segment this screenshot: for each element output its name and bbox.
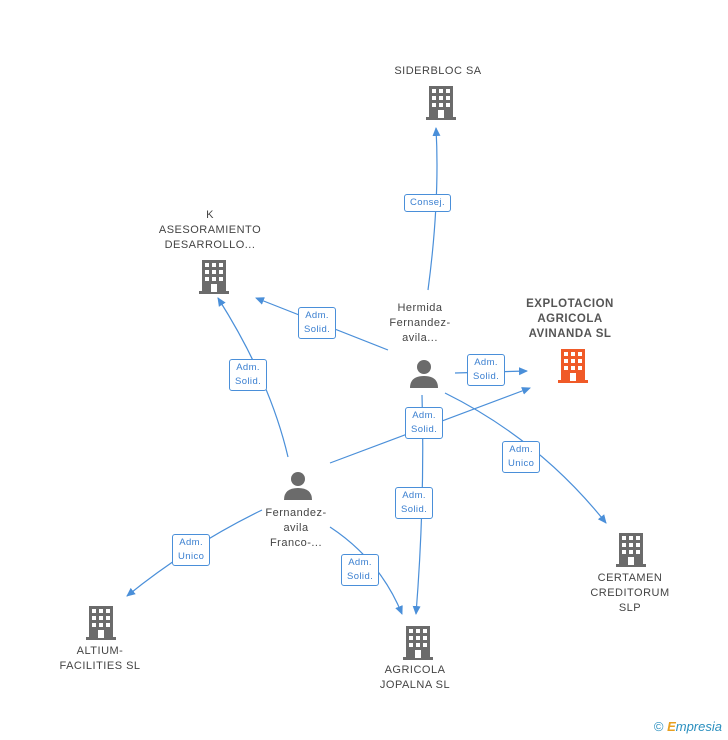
edge-label-hermida-agricola: Adm. Solid.	[395, 487, 434, 519]
node-label-line: Fernandez-	[389, 317, 451, 329]
edge-label-line: Adm.	[305, 310, 329, 321]
node-label-certamen[interactable]: CERTAMEN CREDITORUM SLP	[575, 571, 685, 616]
building-icon-highlighted[interactable]	[558, 349, 588, 383]
node-label-line: ASESORAMIENTO	[158, 224, 262, 236]
edge-label-line: Adm.	[412, 410, 436, 421]
edge-label-line: Adm.	[402, 490, 426, 501]
node-label-line: EXPLOTACION	[526, 298, 614, 310]
node-label-line: SLP	[618, 602, 642, 614]
building-icon[interactable]	[616, 533, 646, 567]
node-label-line: Fernandez-	[265, 507, 327, 519]
edge-label-line: Adm.	[474, 357, 498, 368]
edge-label-line: Solid.	[304, 324, 331, 335]
edge-label-line: Solid.	[347, 571, 374, 582]
node-label-k-asesoramiento[interactable]: K ASESORAMIENTO DESARROLLO...	[150, 208, 270, 253]
building-icon[interactable]	[426, 86, 456, 120]
node-label-explotacion[interactable]: EXPLOTACION AGRICOLA AVINANDA SL	[505, 297, 635, 342]
node-label-line: Hermida	[397, 302, 443, 314]
edge-label-hermida-certamen: Adm. Unico	[502, 441, 541, 473]
node-label-hermida[interactable]: Hermida Fernandez- avila...	[370, 301, 470, 346]
node-label-line: ALTIUM-	[76, 645, 124, 657]
node-label-line: AGRICOLA	[537, 313, 603, 325]
person-icon[interactable]	[283, 470, 313, 500]
node-label-line: Franco-...	[269, 537, 323, 549]
node-label-line: AVINANDA SL	[528, 328, 612, 340]
empresia-logo[interactable]: © Empresia	[654, 719, 722, 734]
node-label-siderbloc[interactable]: SIDERBLOC SA	[378, 64, 498, 79]
node-label-line: CERTAMEN	[597, 572, 663, 584]
edge-label-line: Solid.	[473, 371, 500, 382]
edge-label-line: Solid.	[235, 376, 262, 387]
node-label-line: DESARROLLO...	[164, 239, 256, 251]
node-label-fernandez[interactable]: Fernandez- avila Franco-...	[248, 506, 344, 551]
edge-label-fernandez-explotacion: Adm. Solid.	[405, 407, 444, 439]
edge-label-hermida-k: Adm. Solid.	[298, 307, 337, 339]
edge-label-hermida-siderbloc: Consej.	[404, 194, 452, 212]
node-label-line: FACILITIES SL	[59, 660, 141, 672]
brand-name: mpresia	[675, 719, 722, 734]
node-label-line: AGRICOLA	[384, 664, 446, 676]
person-icon[interactable]	[409, 358, 439, 388]
edge-label-hermida-explotacion: Adm. Solid.	[467, 354, 506, 386]
edge-label-line: Adm.	[348, 557, 372, 568]
node-label-line: JOPALNA SL	[379, 679, 451, 691]
building-icon[interactable]	[403, 626, 433, 660]
edge-label-line: Adm.	[236, 362, 260, 373]
edge-label-fernandez-agricola: Adm. Solid.	[341, 554, 380, 586]
edge-label-line: Solid.	[401, 504, 428, 515]
building-icon[interactable]	[199, 260, 229, 294]
edge-label-fernandez-altium: Adm. Unico	[172, 534, 211, 566]
brand-initial: E	[667, 719, 676, 734]
edge-label-line: Unico	[508, 458, 535, 469]
node-label-agricola[interactable]: AGRICOLA JOPALNA SL	[360, 663, 470, 693]
edge-label-line: Consej.	[410, 197, 446, 208]
node-label-line: SIDERBLOC SA	[394, 65, 482, 77]
node-label-altium[interactable]: ALTIUM- FACILITIES SL	[45, 644, 155, 674]
edge-label-line: Adm.	[179, 537, 204, 548]
node-label-line: CREDITORUM	[590, 587, 670, 599]
node-label-line: avila...	[402, 332, 438, 344]
node-label-line: K	[206, 209, 214, 221]
building-icon[interactable]	[86, 606, 116, 640]
node-label-line: avila	[283, 522, 309, 534]
copyright-symbol: ©	[653, 719, 664, 734]
edge-label-fernandez-k: Adm. Solid.	[229, 359, 268, 391]
edge-label-line: Unico	[178, 551, 205, 562]
edge-label-line: Solid.	[411, 424, 438, 435]
edge-label-line: Adm.	[509, 444, 534, 455]
